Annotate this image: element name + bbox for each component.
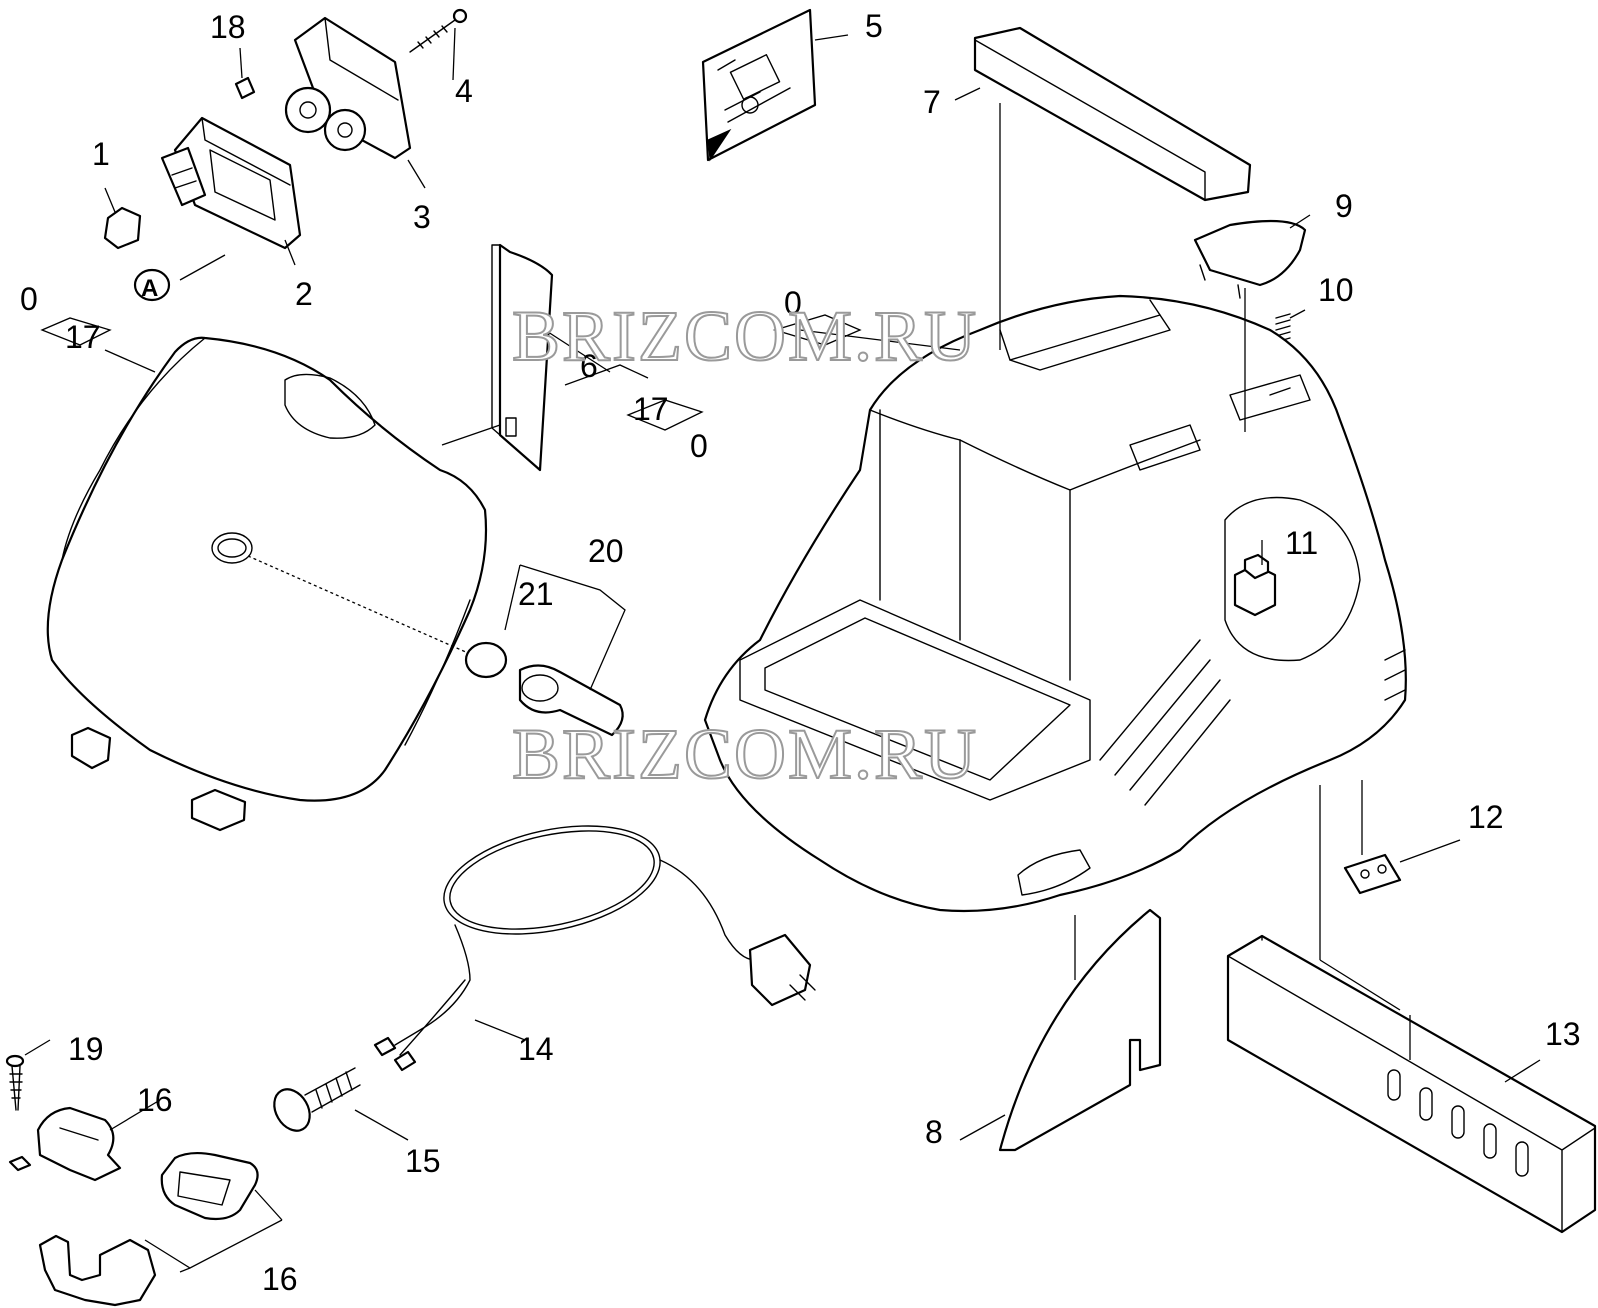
fin-part-8: [998, 908, 1162, 1152]
watermarks: BRIZCOM.RU BRIZCOM.RU: [511, 295, 978, 795]
callout-16-upper: 16: [137, 1082, 173, 1118]
motor-group: [103, 8, 468, 302]
callout-0-mid: 0: [690, 428, 708, 464]
callout-5: 5: [865, 8, 883, 44]
cap-part-9: [1193, 219, 1307, 299]
plate-part-12: [1343, 853, 1402, 895]
lens-part-21: [464, 641, 508, 679]
callout-1: 1: [92, 136, 110, 172]
callout-0-right: 0: [784, 285, 802, 321]
spring-part-10: [1275, 313, 1291, 343]
callout-21: 21: [518, 576, 554, 612]
pcb-part-5: [701, 8, 817, 162]
callout-3: 3: [413, 199, 431, 235]
power-cord-part-14: [373, 825, 816, 1072]
callout-0-left: 0: [20, 281, 38, 317]
holder-part-20: [518, 664, 624, 737]
callout-12: 12: [1468, 799, 1504, 835]
strain-relief-part-15: [273, 1067, 361, 1132]
callout-2: 2: [295, 276, 313, 312]
front-cover-part-17: [46, 336, 488, 832]
callout-18: 18: [210, 9, 246, 45]
watermark-bottom: BRIZCOM.RU: [512, 714, 978, 794]
callout-16-lower: 16: [262, 1261, 298, 1297]
callout-9: 9: [1335, 188, 1353, 224]
callout-14: 14: [518, 1031, 554, 1067]
grommet-part-16-lower: [160, 1151, 259, 1221]
callout-labels: 1 2 3 4 5 6 7 8 9 10 11 12 13 14 15 16 1…: [20, 8, 1581, 1297]
callout-4: 4: [455, 73, 473, 109]
bar-part-13: [1226, 934, 1597, 1234]
callout-10: 10: [1318, 272, 1354, 308]
callout-8: 8: [925, 1114, 943, 1150]
bracket-part-16-lower: [38, 1234, 157, 1307]
callout-17-mid: 17: [633, 391, 669, 427]
callout-20: 20: [588, 533, 624, 569]
callout-17-left: 17: [65, 319, 101, 355]
main-housing: [703, 294, 1407, 913]
callout-11: 11: [1285, 525, 1318, 561]
callout-a-marker: A: [141, 275, 158, 302]
leader-lines: [24, 27, 1541, 1273]
callout-15: 15: [405, 1143, 441, 1179]
callout-13: 13: [1545, 1016, 1581, 1052]
screw-part-19: [5, 1054, 25, 1111]
watermark-top: BRIZCOM.RU: [512, 296, 978, 376]
callout-6: 6: [580, 348, 598, 384]
panel-part-6: [491, 243, 554, 472]
callout-19: 19: [68, 1031, 104, 1067]
handle-part-7: [973, 26, 1252, 202]
clamp-part-16-upper: [8, 1106, 122, 1182]
callout-7: 7: [923, 84, 941, 120]
